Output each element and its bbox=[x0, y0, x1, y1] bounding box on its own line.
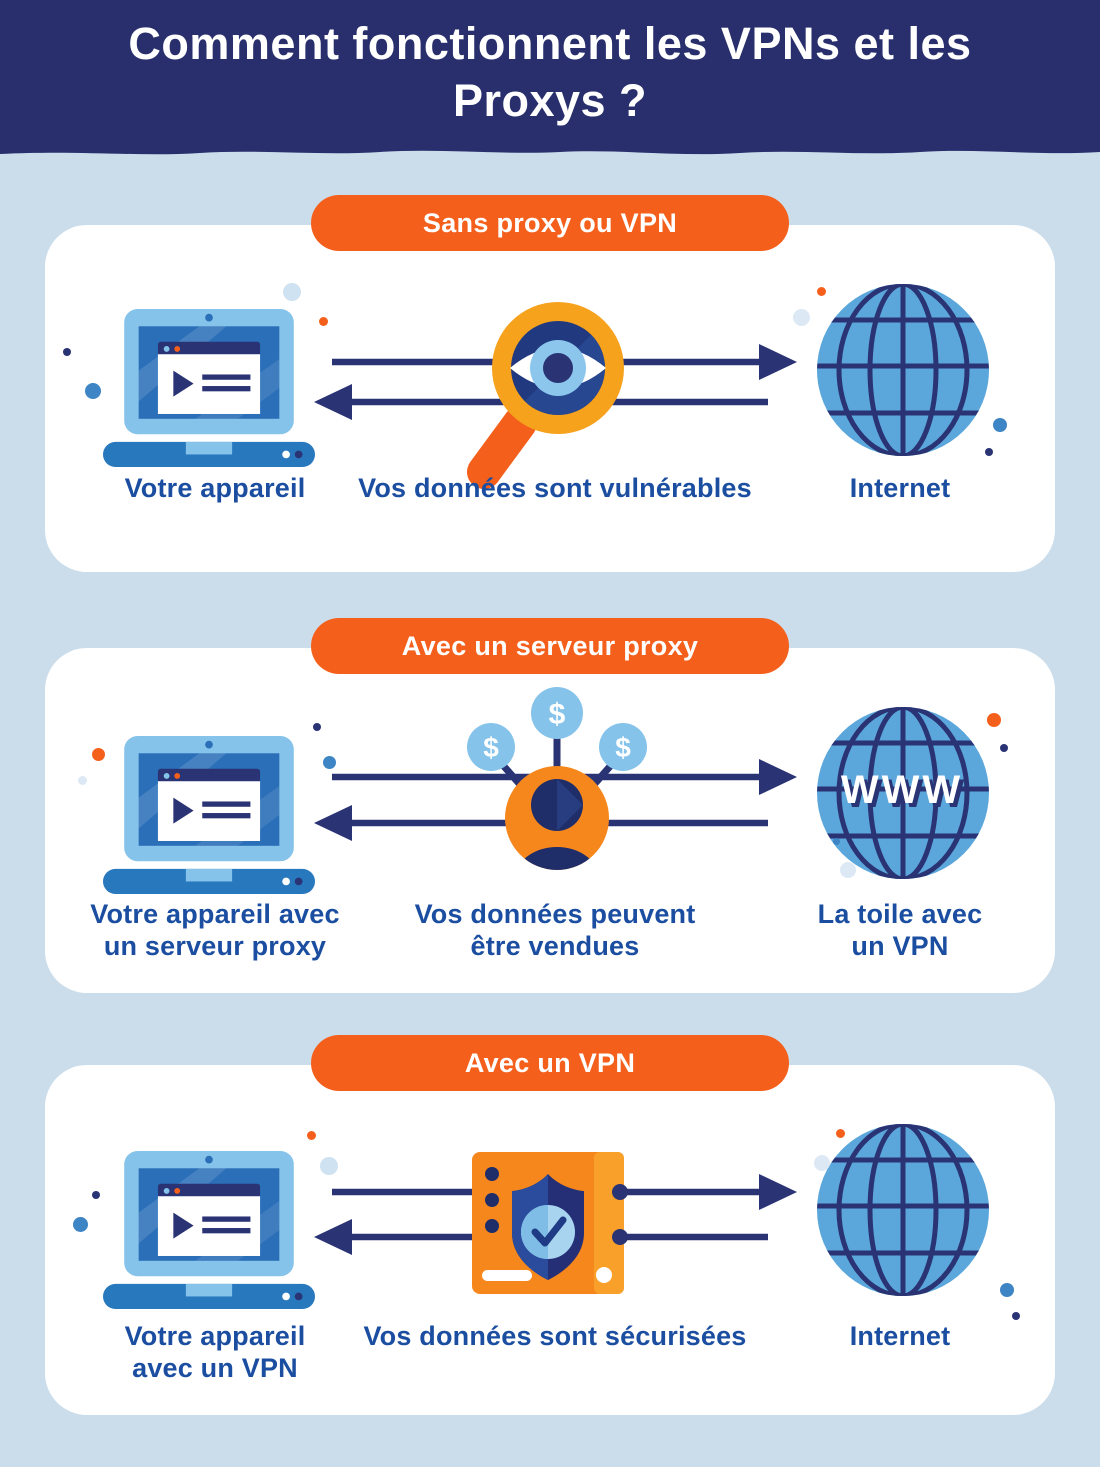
globe-www-icon: WWW WWW bbox=[817, 707, 989, 879]
decor-dot bbox=[814, 1155, 830, 1171]
decor-dot bbox=[319, 317, 328, 326]
section-proxy: Avec un serveur proxy bbox=[45, 618, 1055, 993]
header-banner bbox=[0, 0, 1100, 146]
section-no-proxy: Sans proxy ou VPN bbox=[45, 195, 1055, 572]
svg-text:WWW: WWW bbox=[841, 768, 963, 812]
decor-dot bbox=[793, 309, 810, 326]
label-device: Votre appareil bbox=[124, 473, 306, 503]
svg-text:WWW: WWW bbox=[845, 772, 967, 816]
decor-dot bbox=[993, 418, 1007, 432]
decor-dot bbox=[1012, 1312, 1020, 1320]
label-internet: Internet bbox=[849, 1321, 951, 1351]
page-title: Comment fonctionnent les VPNs et les Pro… bbox=[128, 18, 972, 126]
section-badge: Avec un VPN bbox=[311, 1035, 789, 1091]
laptop-icon bbox=[103, 308, 315, 467]
magnifier-eye-icon bbox=[467, 302, 624, 489]
label-data: Vos données peuvent être vendues bbox=[414, 899, 696, 962]
header-wave-edge bbox=[0, 146, 1100, 155]
globe-icon bbox=[817, 1124, 989, 1296]
globe-icon bbox=[817, 284, 989, 456]
label-internet: La toile avec un VPN bbox=[817, 899, 983, 962]
decor-dot bbox=[817, 287, 826, 296]
decor-dot bbox=[307, 1131, 316, 1140]
decor-dot bbox=[85, 383, 101, 399]
svg-text:$: $ bbox=[615, 732, 631, 763]
label-internet: Internet bbox=[849, 473, 951, 503]
label-data: Vos données sont vulnérables bbox=[358, 473, 752, 503]
decor-dot bbox=[92, 1191, 100, 1199]
decor-dot bbox=[63, 348, 71, 356]
decor-dot bbox=[92, 748, 105, 761]
label-device: Votre appareil avec un serveur proxy bbox=[90, 899, 340, 962]
laptop-icon bbox=[103, 735, 315, 894]
decor-dot bbox=[987, 713, 1001, 727]
decor-dot bbox=[313, 723, 321, 731]
section-badge: Sans proxy ou VPN bbox=[311, 195, 789, 251]
decor-dot bbox=[836, 1129, 845, 1138]
vpn-shield-icon bbox=[472, 1152, 628, 1294]
label-device: Votre appareil avec un VPN bbox=[124, 1321, 306, 1384]
decor-dot bbox=[833, 838, 840, 845]
label-data: Vos données sont sécurisées bbox=[363, 1321, 747, 1351]
decor-dot bbox=[985, 448, 993, 456]
decor-dot bbox=[320, 1157, 338, 1175]
decor-dot bbox=[323, 756, 336, 769]
decor-dot bbox=[1000, 1283, 1014, 1297]
decor-dot bbox=[840, 862, 856, 878]
decor-dot bbox=[283, 283, 301, 301]
section-badge: Avec un serveur proxy bbox=[311, 618, 789, 674]
person-data-sold-icon: $ $ $ bbox=[467, 687, 647, 870]
laptop-icon bbox=[103, 1150, 315, 1309]
decor-dot bbox=[1000, 744, 1008, 752]
decor-dot bbox=[78, 776, 87, 785]
decor-dot bbox=[73, 1217, 88, 1232]
svg-text:$: $ bbox=[549, 698, 566, 731]
svg-text:$: $ bbox=[483, 732, 499, 763]
section-vpn: Avec un VPN bbox=[45, 1035, 1055, 1415]
